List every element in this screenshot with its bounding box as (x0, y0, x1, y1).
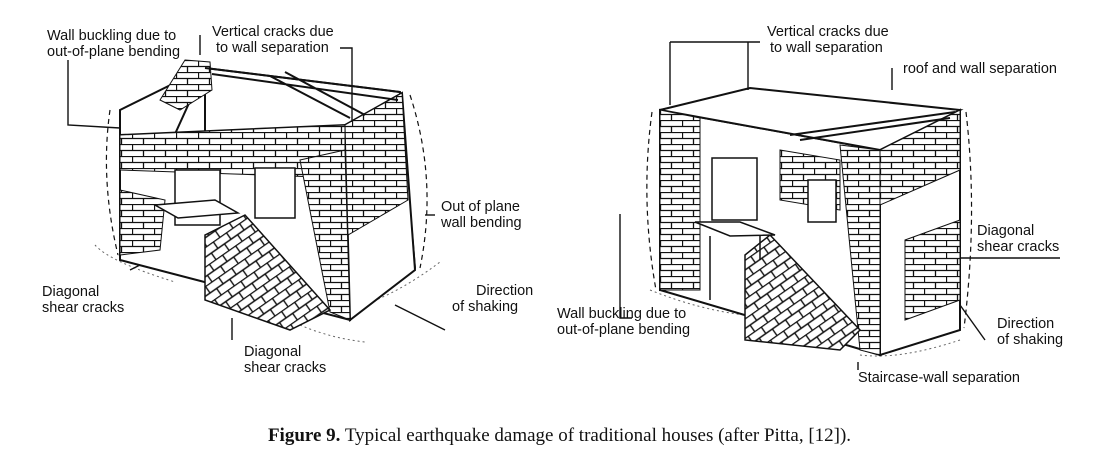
right-label-direction-line2: of shaking (997, 332, 1064, 348)
figure-caption-text: Typical earthquake damage of traditional… (340, 425, 852, 446)
right-label-wall-buckling-line1: Wall buckling due to (557, 306, 687, 322)
left-label-direction-line2: of shaking (452, 299, 519, 315)
left-label-vertical-cracks-line1: Vertical cracks due (212, 24, 334, 40)
right-house-drawing (646, 86, 973, 357)
left-house-leaders (67, 35, 446, 340)
left-label-direction-line1: Direction (476, 283, 534, 299)
figure-illustration (67, 35, 1060, 370)
left-label-wall-buckling-line1: Wall buckling due to (47, 28, 177, 44)
right-label-diagonal-cracks-line2: shear cracks (977, 239, 1060, 255)
left-label-vertical-cracks-line2: to wall separation (216, 40, 329, 56)
left-house-drawing (94, 59, 441, 343)
right-label-roof-wall-separation: roof and wall separation (903, 61, 1057, 77)
figure-number: Figure 9. (267, 425, 341, 446)
bottom-label-diagonal-cracks-line2: shear cracks (244, 360, 327, 376)
right-label-vertical-cracks-line1: Vertical cracks due (767, 24, 889, 40)
right-house-leaders (619, 41, 1060, 370)
left-label-diagonal-cracks-line2: shear cracks (42, 300, 125, 316)
right-label-diagonal-cracks-line1: Diagonal (977, 223, 1035, 239)
right-label-wall-buckling-line2: out-of-plane bending (557, 322, 691, 338)
left-label-diagonal-cracks-line1: Diagonal (42, 284, 100, 300)
figure-caption: Figure 9. Typical earthquake damage of t… (0, 425, 1119, 447)
left-label-out-of-plane-line2: wall bending (441, 215, 522, 231)
left-label-wall-buckling-line2: out-of-plane bending (47, 44, 181, 60)
right-label-vertical-cracks-line2: to wall separation (770, 40, 883, 56)
right-label-direction-line1: Direction (997, 316, 1055, 332)
right-label-staircase-separation: Staircase-wall separation (858, 370, 1020, 386)
bottom-label-diagonal-cracks-line1: Diagonal (244, 344, 302, 360)
left-label-out-of-plane-line1: Out of plane (441, 199, 520, 215)
